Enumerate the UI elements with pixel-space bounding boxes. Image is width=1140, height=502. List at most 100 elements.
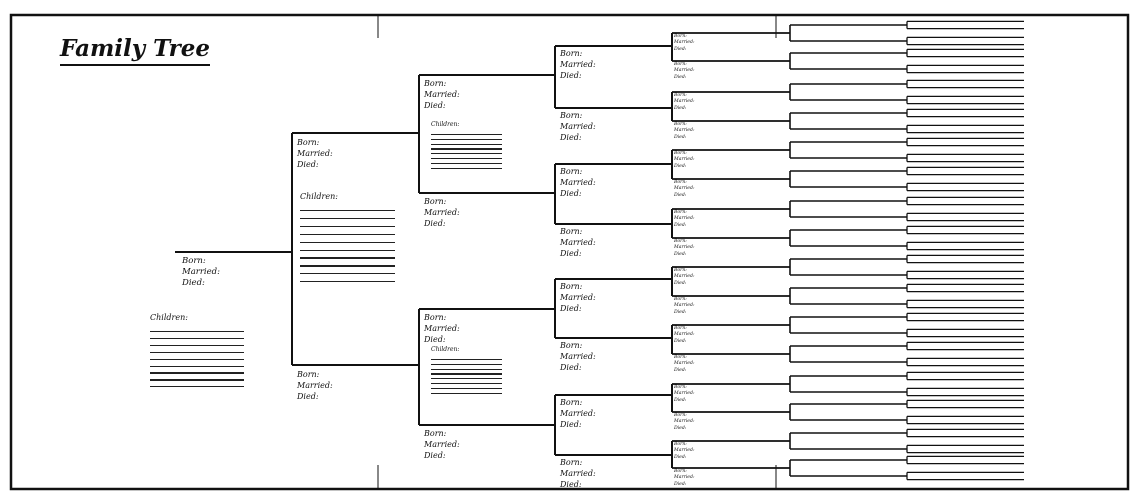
person-details: Born:Married:Died:: [674, 442, 695, 461]
born-label: Born:: [674, 385, 687, 390]
born-label: Born:: [424, 197, 447, 206]
died-label: Died:: [674, 251, 687, 257]
born-label: Born:: [560, 398, 583, 407]
born-label: Born:: [674, 210, 687, 215]
born-label: Born:: [424, 313, 447, 322]
children-blank-line: [150, 379, 244, 381]
children-blank-line: [431, 359, 502, 361]
died-label: Died:: [674, 46, 687, 52]
children-blank-line: [431, 383, 502, 385]
person-details: Born:Married:Died:: [560, 48, 596, 81]
born-label: Born:: [560, 458, 583, 467]
children-blank-line: [431, 153, 502, 155]
children-blank-line: [431, 158, 502, 160]
married-label: Married:: [560, 409, 596, 418]
died-label: Died:: [424, 451, 446, 460]
person-details: Born:Married:Died:: [674, 413, 695, 432]
born-label: Born:: [560, 282, 583, 291]
children-blank-line: [300, 257, 395, 259]
born-label: Born:: [674, 93, 687, 98]
died-label: Died:: [674, 192, 687, 198]
married-label: Married:: [674, 186, 695, 192]
born-label: Born:: [182, 256, 206, 266]
person-details: Born:Married:Died:: [674, 297, 695, 316]
children-blank-line: [431, 392, 502, 394]
person-details: Born:Married:Died:: [674, 469, 695, 488]
born-label: Born:: [297, 138, 320, 147]
children-label: Children:: [431, 121, 460, 128]
children-label: Children:: [431, 346, 460, 353]
person-details: Born:Married:Died:: [560, 281, 596, 314]
married-label: Married:: [560, 469, 596, 478]
died-label: Died:: [424, 101, 446, 110]
children-blank-line: [150, 365, 244, 367]
born-label: Born:: [560, 111, 583, 120]
married-label: Married:: [424, 90, 460, 99]
person-details: Born:Married:Died:: [674, 180, 695, 199]
children-blank-line: [300, 281, 395, 283]
person-details: Born:Married:Died:: [560, 110, 596, 143]
person-details: Born:Married:Died:: [674, 326, 695, 345]
died-label: Died:: [560, 249, 582, 258]
person-details: Born:Married:Died:: [674, 210, 695, 229]
person-details: Born:Married:Died:: [560, 457, 596, 490]
born-label: Born:: [674, 122, 687, 127]
person-details: Born:Married:Died:: [674, 239, 695, 258]
children-label: Children:: [300, 192, 338, 201]
died-label: Died:: [674, 397, 687, 403]
died-label: Died:: [674, 280, 687, 286]
born-label: Born:: [560, 167, 583, 176]
died-label: Died:: [560, 363, 582, 372]
married-label: Married:: [297, 381, 333, 390]
children-blank-line: [150, 337, 244, 340]
died-label: Died:: [674, 309, 687, 315]
person-details: Born:Married:Died:: [297, 137, 333, 170]
died-label: Died:: [674, 105, 687, 111]
died-label: Died:: [182, 278, 205, 288]
children-blank-line: [300, 273, 395, 275]
person-details: Born:Married:Died:: [674, 151, 695, 170]
children-blank-line: [431, 162, 502, 165]
person-details: Born:Married:Died:: [424, 312, 460, 345]
died-label: Died:: [674, 367, 687, 373]
children-blank-line: [431, 378, 502, 380]
children-label: Children:: [150, 313, 188, 322]
died-label: Died:: [674, 454, 687, 460]
person-details: Born:Married:Died:: [674, 34, 695, 53]
died-label: Died:: [674, 163, 687, 169]
person-details: Born:Married:Died:: [674, 62, 695, 81]
born-label: Born:: [674, 62, 687, 67]
married-label: Married:: [674, 332, 695, 338]
born-label: Born:: [674, 297, 687, 302]
born-label: Born:: [674, 151, 687, 156]
born-label: Born:: [424, 429, 447, 438]
born-label: Born:: [674, 469, 687, 474]
children-blank-line: [150, 344, 244, 347]
married-label: Married:: [560, 293, 596, 302]
died-label: Died:: [674, 425, 687, 431]
person-details: Born:Married:Died:: [560, 397, 596, 430]
married-label: Married:: [560, 352, 596, 361]
children-blank-line: [431, 167, 502, 169]
married-label: Married:: [424, 324, 460, 333]
married-label: Married:: [674, 128, 695, 134]
born-label: Born:: [674, 180, 687, 185]
children-blank-line: [300, 217, 395, 220]
children-blank-line: [431, 148, 502, 150]
died-label: Died:: [424, 219, 446, 228]
died-label: Died:: [674, 222, 687, 228]
children-blank-line: [300, 210, 395, 212]
children-blank-line: [300, 265, 395, 267]
born-label: Born:: [560, 227, 583, 236]
children-blank-line: [300, 249, 395, 251]
person-details: Born:Married:Died:: [297, 369, 333, 402]
person-details: Born:Married:Died:: [674, 93, 695, 112]
married-label: Married:: [674, 157, 695, 163]
children-blank-line: [431, 368, 502, 370]
children-blank-line: [150, 372, 244, 374]
children-blank-line: [431, 387, 502, 390]
person-details: Born:Married:Died:: [674, 268, 695, 287]
person-details: Born:Married:Died:: [674, 122, 695, 141]
married-label: Married:: [182, 267, 220, 277]
